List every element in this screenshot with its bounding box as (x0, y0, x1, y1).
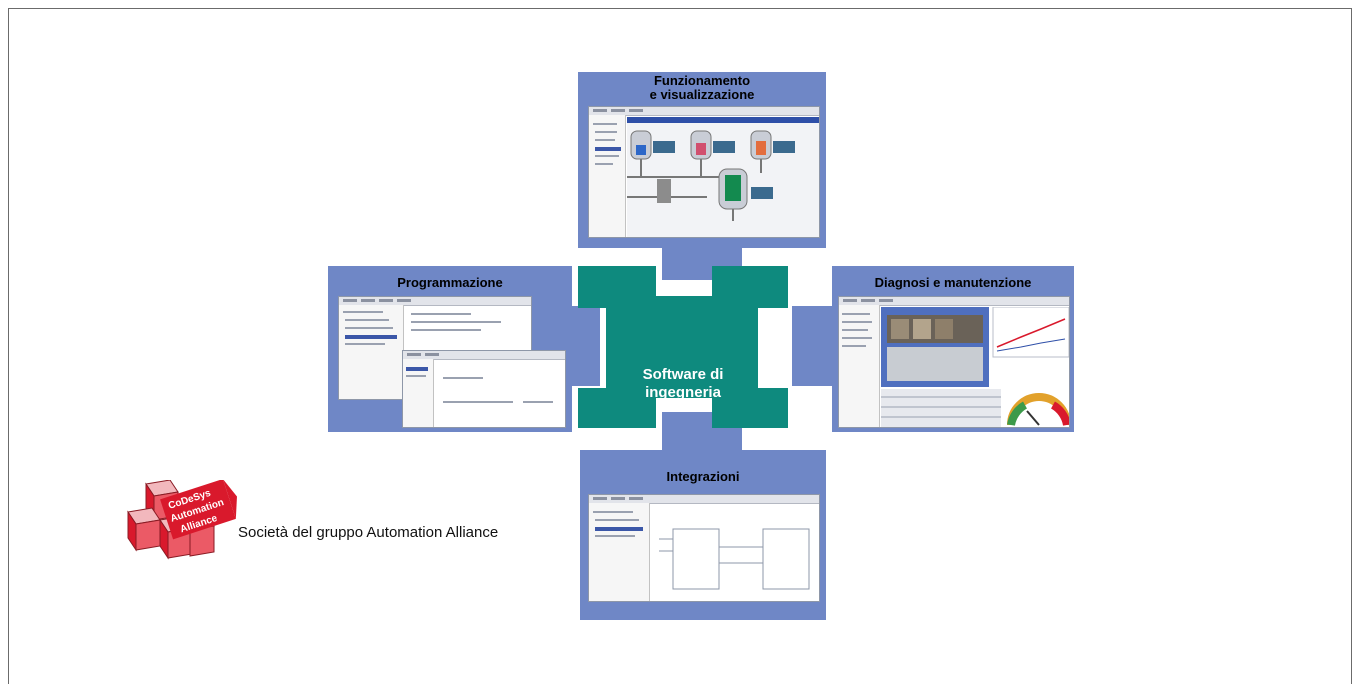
panel-title-line1: Funzionamento (653, 73, 751, 88)
diagnosis-view (881, 307, 1069, 427)
toolbar (403, 351, 565, 360)
panel-title: Funzionamento e visualizzazione (578, 74, 826, 102)
visualization-screenshot (588, 106, 820, 238)
toolbar (589, 107, 819, 116)
toolbar (839, 297, 1069, 306)
center-shape (578, 266, 788, 428)
codesys-logo: CoDeSys Automation Alliance (127, 480, 237, 560)
center-label-line1: Software di (642, 366, 724, 383)
panel-title: Programmazione (397, 275, 503, 290)
panel-programming: Programmazione (328, 266, 572, 432)
panel-diagnosis-maintenance: Diagnosi e manutenzione (832, 266, 1074, 432)
panel-operation-visualization: Funzionamento e visualizzazione (578, 72, 826, 248)
toolbar (589, 495, 819, 504)
connector-right (792, 306, 836, 386)
programming-screenshot-front (402, 350, 566, 428)
programming-screenshot-back (338, 296, 532, 400)
panel-title: Diagnosi e manutenzione (874, 275, 1032, 290)
project-tree (403, 359, 434, 427)
center-label-line2: ingegneria (645, 384, 721, 401)
logo-caption: Società del gruppo Automation Alliance (238, 524, 499, 541)
block-diagram (659, 528, 810, 590)
panel-integrations: Integrazioni (580, 450, 826, 620)
diagram-frame (8, 8, 1352, 684)
integrations-screenshot (588, 494, 820, 602)
project-tree (589, 503, 650, 601)
toolbar (339, 297, 531, 306)
diagnosis-screenshot (838, 296, 1070, 428)
center-node: Software di ingegneria (578, 266, 788, 428)
panel-title: Integrazioni (666, 469, 740, 484)
center-label: Software di ingegneria (578, 366, 788, 402)
project-tree (339, 305, 404, 399)
process-schematic (627, 117, 819, 237)
project-tree (839, 305, 880, 427)
panel-title-line2: e visualizzazione (649, 87, 755, 102)
project-tree (589, 115, 626, 237)
